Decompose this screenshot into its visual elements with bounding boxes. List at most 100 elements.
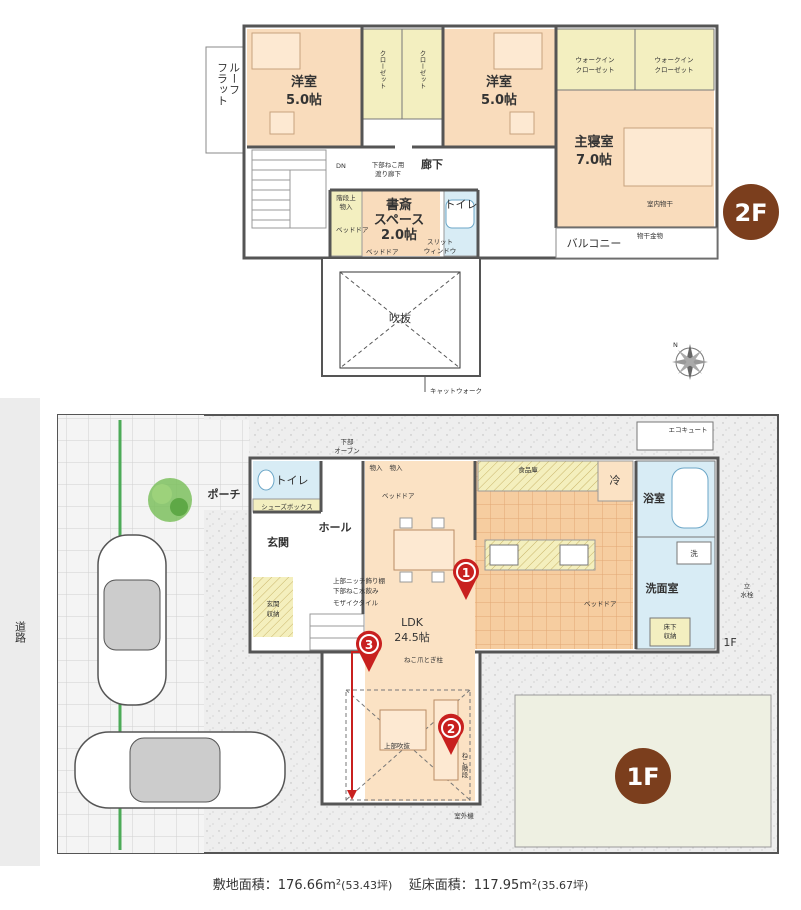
site-area-tsubo: (53.43坪)	[341, 879, 393, 892]
study-label-2: スペース	[374, 213, 424, 228]
floor-area-tsubo: (35.67坪)	[537, 879, 589, 892]
floor-area-label: 延床面積：	[408, 878, 474, 893]
western-room-left-size: 5.0帖	[286, 92, 322, 108]
western-room-right-name: 洋室	[486, 74, 512, 90]
western-room-right-size: 5.0帖	[481, 92, 517, 108]
area-summary: 敷地面積：176.66m²(53.43坪) 延床面積：117.95m²(35.6…	[0, 874, 801, 893]
corridor-label: 廊下	[421, 157, 443, 171]
second-floor-plan: フラット ルーフ	[205, 24, 779, 395]
marker-2: 2	[438, 713, 465, 755]
dn-label: DN	[336, 162, 346, 170]
fridge-label: 冷	[610, 474, 621, 487]
site-area-value: 176.66m²	[277, 878, 342, 893]
walk-in-closet-label-1a: ウォークイン	[576, 56, 615, 64]
entrance-storage	[253, 577, 293, 637]
bed-door-label-1f-a: ベッドドア	[382, 492, 415, 500]
compass-icon	[672, 344, 708, 380]
underfloor-label-1: 床下	[664, 622, 678, 631]
underfloor-label-2: 収納	[664, 631, 677, 640]
dryer-hardware-label: 物干金物	[637, 231, 664, 240]
site-area-label: 敷地面積：	[212, 878, 278, 893]
flat-roof-label-2: ルーフ	[228, 62, 241, 95]
toilet-1f-label: トイレ	[276, 474, 309, 487]
pantry	[477, 460, 599, 492]
niche-label-1: 上部ニッチ飾り棚	[333, 576, 386, 585]
storage-label-1: 物入	[370, 463, 384, 472]
entrance-label: 玄関	[267, 535, 289, 549]
cat-stairs-label: ねこ階段	[460, 752, 468, 780]
study-space	[362, 190, 440, 256]
storage-label-2: 物入	[390, 463, 404, 472]
car-icon	[97, 534, 167, 706]
indoor-dryer-label: 室内物干	[647, 199, 674, 208]
stair-storage	[329, 189, 363, 257]
closet-label-1: クローゼット	[378, 50, 386, 90]
void-label: 吹抜	[389, 311, 411, 325]
fridge-space	[597, 460, 634, 502]
floor-label-1f: 1F	[723, 636, 736, 649]
niche-label-2: 下部ねこ水飲み	[333, 586, 379, 595]
toilet-2f-label: トイレ	[445, 198, 478, 211]
walk-in-closet-label-2b: クローゼット	[655, 65, 694, 74]
catwalk-label: キャットウォーク	[430, 387, 482, 395]
eco-cute-label: エコキュート	[669, 426, 708, 434]
pantry-label: 食品庫	[518, 465, 538, 474]
marker-1-text: 1	[462, 566, 470, 580]
wash-label: 洗	[690, 548, 698, 558]
road-label: 道路	[14, 620, 27, 644]
first-floor-plan: 道路 エコキュート	[0, 398, 779, 866]
closet-label-2: クローゼット	[418, 50, 426, 90]
staircase-2f	[251, 149, 327, 229]
marker-2-text: 2	[447, 722, 455, 736]
marker-1: 1	[452, 558, 479, 600]
flat-roof-label-1: フラット	[216, 62, 229, 106]
faucet-label-2: 水栓	[741, 590, 755, 599]
hall	[253, 512, 363, 577]
marker-3-text: 3	[365, 638, 373, 652]
bath-label: 浴室	[643, 491, 665, 505]
floor-badge-2f-text: 2F	[734, 199, 767, 227]
shoe-box-label: シューズボックス	[261, 502, 312, 511]
tree-icon	[148, 478, 192, 522]
bed-door-label-2f-a: ベッドドア	[336, 226, 369, 234]
faucet-label-1: 立	[744, 581, 751, 590]
ldk-label: LDK	[401, 616, 424, 629]
road	[0, 398, 40, 866]
entrance-storage-label-1: 玄関	[267, 599, 280, 608]
study-size: 2.0帖	[381, 227, 417, 243]
floor-area-value: 117.95m²	[473, 878, 538, 893]
study-label-1: 書斎	[386, 197, 412, 213]
oven-label-1: 下部	[341, 437, 355, 446]
slit-window-label-2: ウィンドウ	[424, 247, 457, 255]
floor-badge-1f-text: 1F	[626, 763, 659, 791]
ldk-size: 24.5帖	[394, 631, 430, 644]
floor-badge-2f	[723, 184, 779, 240]
eco-cute	[636, 421, 714, 451]
porch-label: ポーチ	[208, 487, 241, 501]
oven-label-2: オーブン	[334, 446, 360, 455]
master-bedroom-name: 主寝室	[574, 134, 613, 150]
floor-badge-1f	[615, 748, 671, 804]
bed-door-label-2f-b: ベッドドア	[366, 248, 399, 256]
staircase-1f	[309, 613, 365, 651]
balcony-label: バルコニー	[567, 237, 622, 250]
flat-roof	[205, 46, 245, 154]
cat-scratch-label: ねこ爪とぎ柱	[404, 655, 444, 664]
walk-in-closet-label-2a: ウォークイン	[655, 56, 694, 64]
hall-label: ホール	[319, 521, 352, 534]
living-void	[345, 689, 471, 801]
compass-north-label: N	[673, 341, 678, 349]
void-2f	[321, 257, 481, 377]
walk-in-closet-label-1b: クローゼット	[576, 65, 615, 74]
western-room-left-name: 洋室	[291, 74, 317, 90]
entrance-storage-label-2: 収納	[267, 609, 280, 618]
outdoor-unit-label: 室外機	[454, 811, 474, 820]
stair-storage-label-2: 物入	[340, 202, 354, 211]
stair-storage-label-1: 階段上	[336, 193, 356, 202]
cat-passage-label-1: 下部ねこ用	[372, 160, 405, 169]
floor-plan: フラット ルーフ	[0, 24, 779, 866]
bed-door-label-1f-b: ベッドドア	[584, 600, 617, 608]
slit-window-label-1: スリット	[427, 238, 453, 246]
marker-3: 3	[356, 630, 382, 672]
cat-passage-label-2: 渡り廊下	[375, 169, 402, 178]
